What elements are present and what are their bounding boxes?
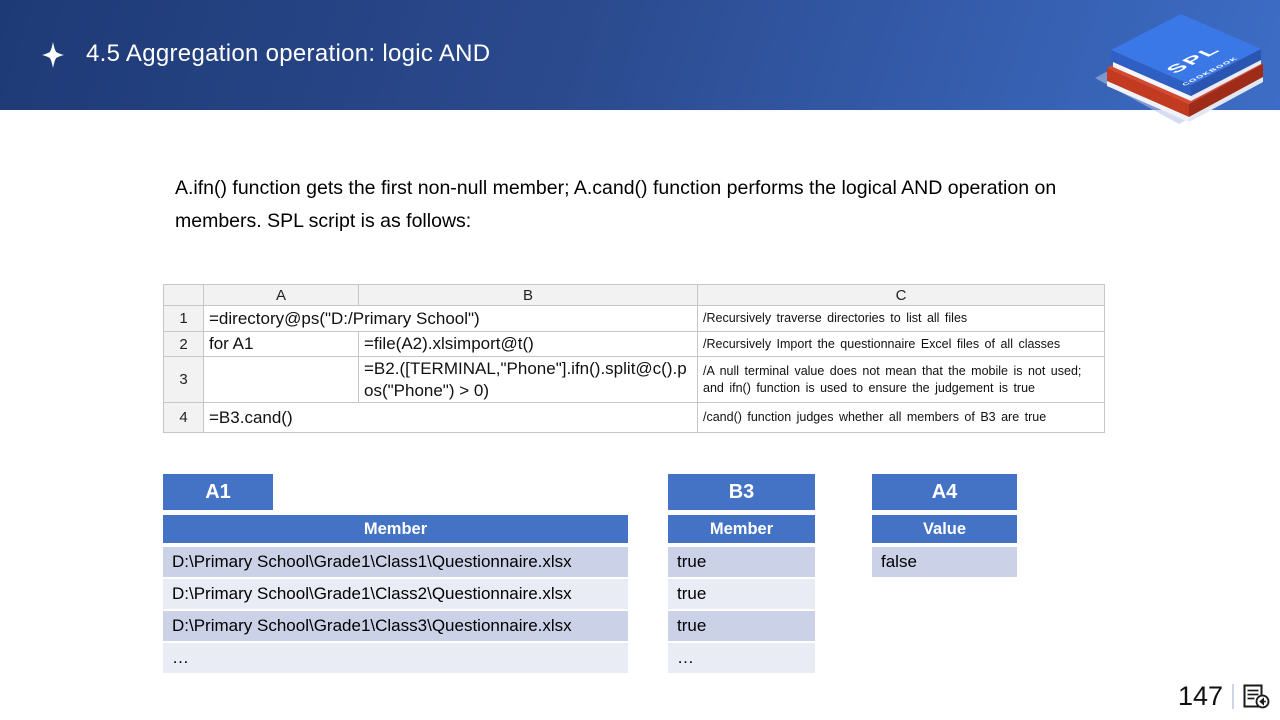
footer-divider <box>1232 684 1234 709</box>
formula-cell-b3: =B2.([TERMINAL,"Phone"].ifn().split@c().… <box>358 356 698 403</box>
formula-cell-a3 <box>203 356 359 403</box>
formula-cell-a1: =directory@ps("D:/Primary School") <box>203 305 698 332</box>
sparkle-star-icon <box>42 42 64 68</box>
comment-cell-c2: /Recursively Import the questionnaire Ex… <box>697 331 1105 357</box>
column-header-member: Member <box>668 515 815 543</box>
page-number: 147 <box>1177 681 1223 711</box>
intro-paragraph: A.ifn() function gets the first non-null… <box>175 177 1057 232</box>
table-tab-a1: A1 <box>163 474 273 510</box>
row-number: 3 <box>163 356 204 403</box>
formula-cell-b2: =file(A2).xlsimport@t() <box>358 331 698 357</box>
book-pages <box>1113 59 1261 101</box>
table-row-ellipsis: … <box>668 643 815 673</box>
comment-cell-c4: /cand() function judges whether all memb… <box>697 402 1105 433</box>
result-table-a1: A1 Member D:\Primary School\Grade1\Class… <box>163 474 628 675</box>
table-row: true <box>668 611 815 641</box>
slide-header-bar: 4.5 Aggregation operation: logic AND <box>0 0 1280 110</box>
table-row-ellipsis: … <box>163 643 628 673</box>
back-to-contents-icon[interactable] <box>1243 684 1270 709</box>
result-table-a4: A4 Value false <box>872 474 1017 579</box>
table-row: true <box>668 547 815 577</box>
row-number: 2 <box>163 331 204 357</box>
spl-script-grid: A B C 1 =directory@ps("D:/Primary School… <box>163 284 1105 433</box>
formula-cell-a2: for A1 <box>203 331 359 357</box>
column-header-value: Value <box>872 515 1017 543</box>
table-tab-b3: B3 <box>668 474 815 510</box>
col-header-c: C <box>697 284 1105 306</box>
grid-row-4: 4 =B3.cand() /cand() function judges whe… <box>163 402 1105 433</box>
grid-corner-cell <box>163 284 204 306</box>
row-number: 1 <box>163 305 204 332</box>
comment-cell-c3: /A null terminal value does not mean tha… <box>697 356 1105 403</box>
table-row: true <box>668 579 815 609</box>
col-header-a: A <box>203 284 359 306</box>
result-table-b3: B3 Member true true true … <box>668 474 815 675</box>
row-number: 4 <box>163 402 204 433</box>
col-header-b: B <box>358 284 698 306</box>
formula-cell-a4: =B3.cand() <box>203 402 698 433</box>
grid-row-1: 1 =directory@ps("D:/Primary School") /Re… <box>163 305 1105 332</box>
spl-cookbook-logo: SPL COOKBOOK <box>1095 14 1263 124</box>
table-tab-a4: A4 <box>872 474 1017 510</box>
grid-header-row: A B C <box>163 284 1105 306</box>
grid-row-2: 2 for A1 =file(A2).xlsimport@t() /Recurs… <box>163 331 1105 357</box>
grid-row-3: 3 =B2.([TERMINAL,"Phone"].ifn().split@c(… <box>163 356 1105 403</box>
table-row: D:\Primary School\Grade1\Class3\Question… <box>163 611 628 641</box>
column-header-member: Member <box>163 515 628 543</box>
page-title: 4.5 Aggregation operation: logic AND <box>86 40 491 67</box>
comment-cell-c1: /Recursively traverse directories to lis… <box>697 305 1105 332</box>
table-row: D:\Primary School\Grade1\Class1\Question… <box>163 547 628 577</box>
table-row: false <box>872 547 1017 577</box>
table-row: D:\Primary School\Grade1\Class2\Question… <box>163 579 628 609</box>
slide-footer: 147 <box>1178 681 1270 712</box>
